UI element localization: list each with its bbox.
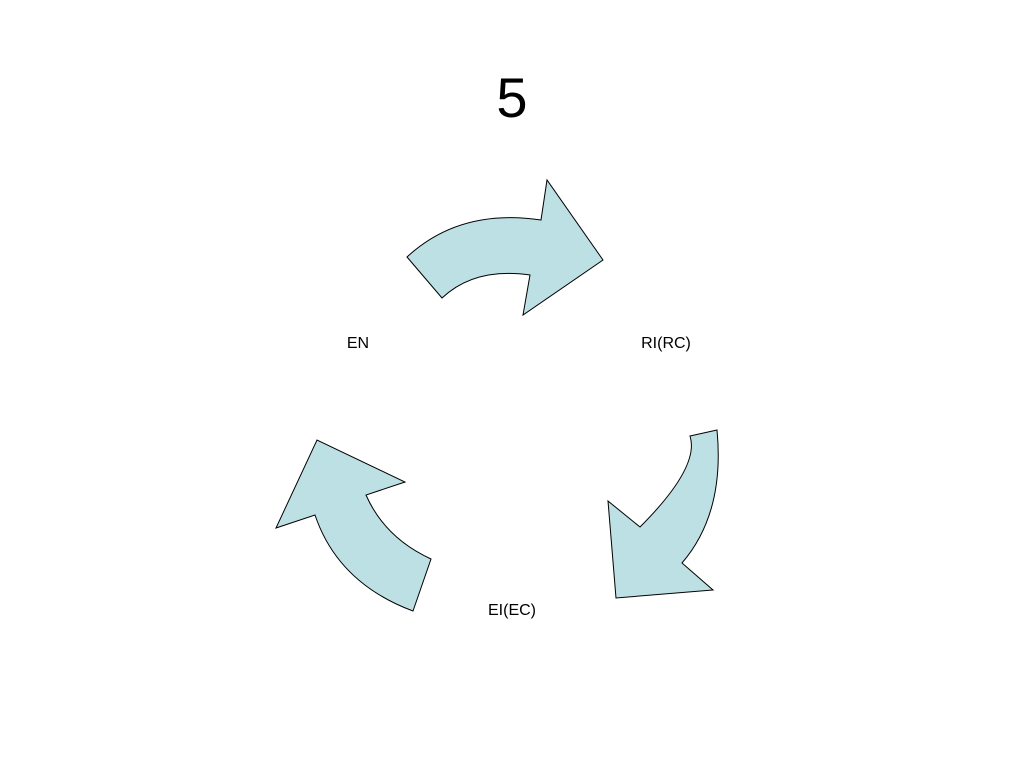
node-label-ei: EI(EC) <box>488 602 536 619</box>
slide-title: 5 <box>496 66 528 129</box>
arrow-ri-to-ei <box>607 429 719 599</box>
arrow-en-to-ri <box>406 178 604 317</box>
node-label-ri: RI(RC) <box>641 335 691 352</box>
node-label-en: EN <box>346 335 370 352</box>
arrow-ei-to-en <box>275 439 432 612</box>
